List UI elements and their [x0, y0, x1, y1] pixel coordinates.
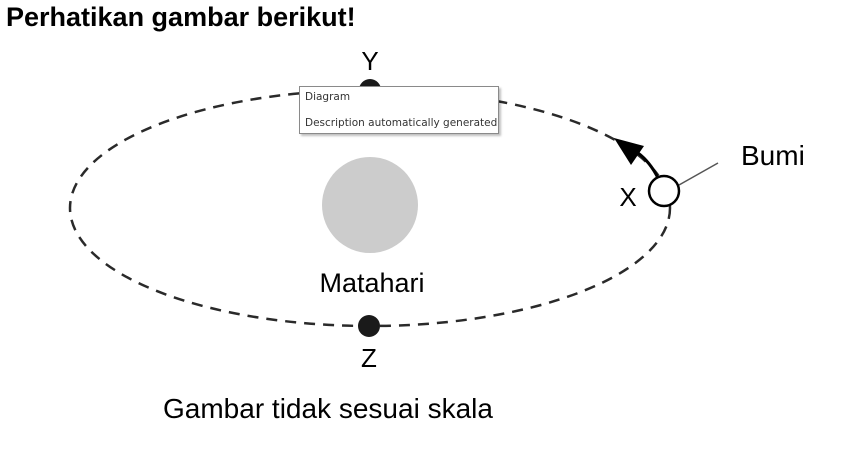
alt-text-tooltip: Diagram Description automatically genera…: [299, 86, 499, 134]
earth-pointer-line: [678, 162, 719, 186]
page-heading: Perhatikan gambar berikut!: [6, 2, 356, 32]
sun-disk: [322, 157, 418, 253]
direction-arrow-head: [614, 138, 644, 165]
earth-circle: [647, 174, 681, 208]
tooltip-description: Description automatically generated: [305, 117, 498, 129]
point-z: [358, 315, 380, 337]
tooltip-title: Diagram: [305, 91, 351, 103]
direction-arrow-line: [637, 151, 660, 179]
label-x: X: [619, 182, 636, 212]
label-sun: Matahari: [319, 268, 424, 298]
caption: Gambar tidak sesuai skala: [163, 393, 493, 424]
label-z: Z: [361, 343, 377, 373]
label-earth: Bumi: [741, 140, 805, 171]
label-y: Y: [361, 46, 378, 76]
